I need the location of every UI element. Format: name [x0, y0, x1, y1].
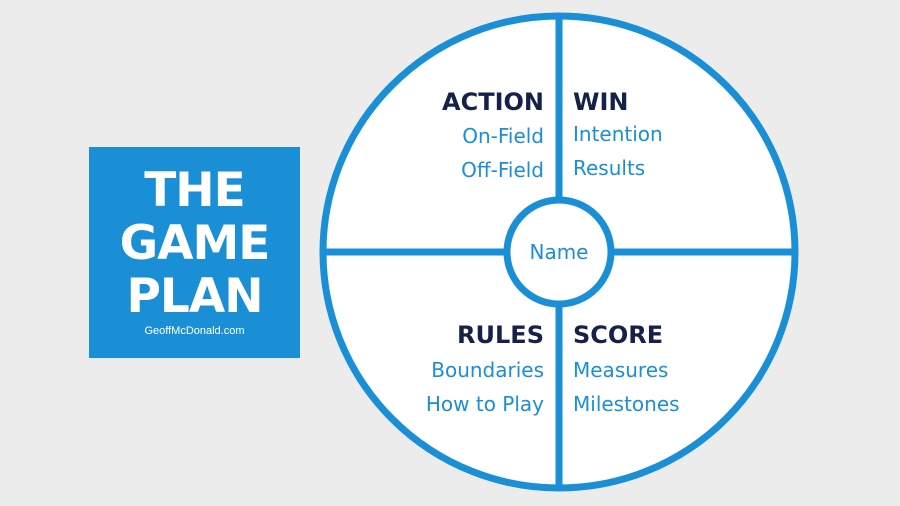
title-box: THE GAME PLAN GeoffMcDonald.com: [89, 147, 300, 358]
rules-item-1: Boundaries: [431, 358, 544, 382]
score-item-1: Measures: [573, 358, 668, 382]
win-item-1: Intention: [573, 122, 663, 146]
score-item-2: Milestones: [573, 392, 680, 416]
title-line-1: THE: [144, 163, 246, 218]
title-line-3: PLAN: [126, 269, 263, 324]
action-heading: ACTION: [442, 88, 544, 116]
win-item-2: Results: [573, 156, 645, 180]
credit-text: GeoffMcDonald.com: [144, 325, 245, 337]
action-item-1: On-Field: [462, 124, 544, 148]
score-heading: SCORE: [573, 321, 663, 349]
center-label: Name: [529, 240, 588, 264]
win-heading: WIN: [573, 88, 629, 116]
action-item-2: Off-Field: [461, 158, 544, 182]
center-circle: [503, 196, 615, 308]
title-line-2: GAME: [119, 216, 271, 271]
rules-heading: RULES: [457, 321, 544, 349]
rules-item-2: How to Play: [426, 392, 544, 416]
